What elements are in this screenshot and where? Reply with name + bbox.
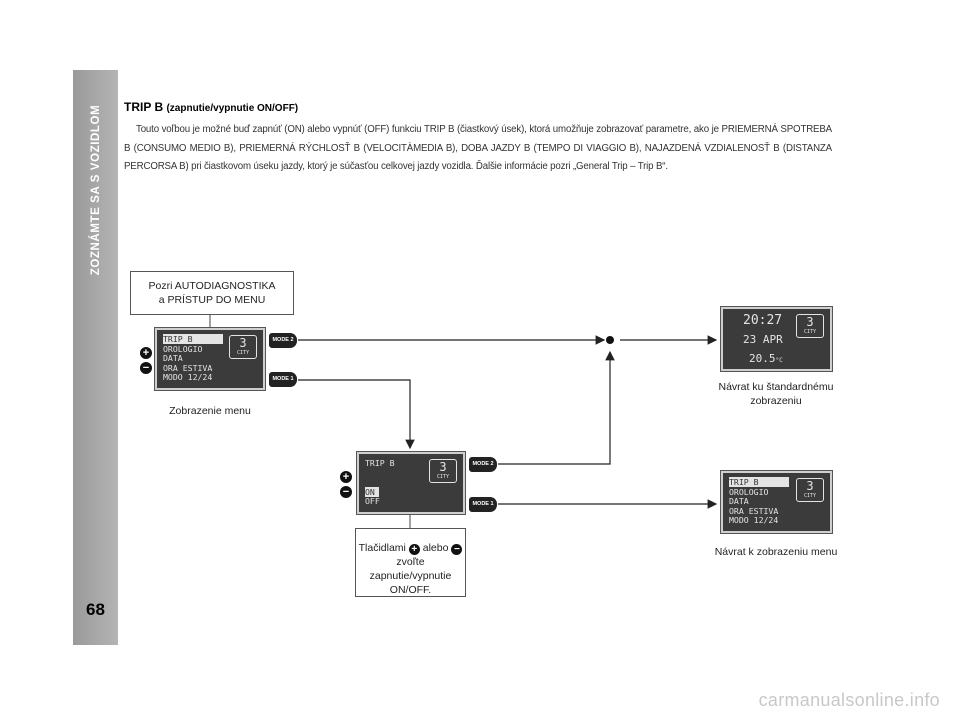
plus-icon[interactable]: + xyxy=(340,471,352,483)
clock-time: 20:27 xyxy=(743,313,783,328)
caption-line1: Návrat ku štandardnému xyxy=(718,381,834,393)
mode2-button[interactable]: MODE 2 xyxy=(269,333,297,348)
standard-display-caption: Návrat ku štandardnému zobrazeniu xyxy=(706,380,846,408)
option-off: OFF xyxy=(365,496,380,507)
gear-number: 3 xyxy=(239,336,247,350)
minus-icon[interactable]: − xyxy=(140,362,152,374)
option-on-selected: ON xyxy=(365,486,379,497)
caption-line2: zobrazeniu xyxy=(750,395,802,407)
return-menu-display: TRIP B OROLOGIO DATA ORA ESTIVA MODO 12/… xyxy=(720,470,833,534)
menu-item: DATA xyxy=(163,353,183,364)
gear-indicator: 3 CITY xyxy=(796,314,824,338)
gear-indicator: 3 CITY xyxy=(796,478,824,502)
temperature-value: 20.5 xyxy=(749,352,776,365)
body-paragraph: Touto voľbou je možné buď zapnúť (ON) al… xyxy=(124,124,832,172)
hint-line2: zvoľte zapnutie/vypnutie xyxy=(369,556,452,582)
gear-label: CITY xyxy=(803,493,817,499)
plus-icon[interactable]: + xyxy=(140,347,152,359)
heading-title: TRIP B xyxy=(124,100,164,114)
junction-dot xyxy=(606,336,614,344)
gear-label: CITY xyxy=(436,474,450,480)
hint-box: Tlačidlami + alebo − zvoľte zapnutie/vyp… xyxy=(355,528,466,597)
onoff-mode2-to-junction-arrow xyxy=(498,350,615,465)
minus-icon[interactable]: − xyxy=(340,486,352,498)
temperature-display: 20.5°C xyxy=(749,352,856,367)
hint-middle: alebo xyxy=(422,542,449,554)
mode1-to-onoff-arrow xyxy=(298,379,415,450)
mode1-button[interactable]: MODE 1 xyxy=(469,497,497,512)
hint-line3: ON/OFF. xyxy=(389,584,432,596)
plus-icon: + xyxy=(408,544,420,555)
reference-line2: a PRÍSTUP DO MENU xyxy=(158,294,266,306)
onoff-title: TRIP B xyxy=(365,458,395,468)
watermark: carmanualsonline.info xyxy=(758,690,940,710)
page-number: 68 xyxy=(86,600,105,619)
onoff-display: TRIP B ON OFF 3 CITY xyxy=(356,451,466,515)
gear-indicator: 3 CITY xyxy=(429,459,457,483)
menu-item-selected: TRIP B xyxy=(163,334,223,344)
menu-item: OROLOGIO xyxy=(163,343,203,354)
gear-number: 3 xyxy=(806,479,814,493)
menu-item: ORA ESTIVA xyxy=(163,362,213,373)
menu-item: MODO 12/24 xyxy=(163,372,213,383)
gear-number: 3 xyxy=(806,315,814,329)
temperature-unit: °C xyxy=(775,357,783,364)
mode1-button[interactable]: MODE 1 xyxy=(269,372,297,387)
minus-icon: − xyxy=(451,544,463,555)
heading-subtitle: (zapnutie/vypnutie ON/OFF) xyxy=(166,103,299,114)
menu-item: ORA ESTIVA xyxy=(729,505,779,516)
return-menu-caption: Návrat k zobrazeniu menu xyxy=(714,546,838,558)
gear-number: 3 xyxy=(439,460,447,474)
gear-label: CITY xyxy=(236,350,250,356)
gear-indicator: 3 CITY xyxy=(229,335,257,359)
menu-item: DATA xyxy=(729,496,749,507)
section-heading: TRIP B (zapnutie/vypnutie ON/OFF) xyxy=(124,100,298,114)
menu-display-caption: Zobrazenie menu xyxy=(169,405,251,417)
sidebar xyxy=(73,70,118,645)
reference-line1: Pozri AUTODIAGNOSTIKA xyxy=(148,280,276,292)
gear-label: CITY xyxy=(803,329,817,335)
menu-item-selected: TRIP B xyxy=(729,477,789,487)
menu-display: TRIP B OROLOGIO DATA ORA ESTIVA MODO 12/… xyxy=(154,327,266,391)
reference-box: Pozri AUTODIAGNOSTIKA a PRÍSTUP DO MENU xyxy=(130,271,294,315)
standard-display: 20:27 23 APR 20.5°C 3 CITY xyxy=(720,306,833,372)
mode2-button[interactable]: MODE 2 xyxy=(469,457,497,472)
menu-item: OROLOGIO xyxy=(729,486,769,497)
menu-item: MODO 12/24 xyxy=(729,515,779,526)
date-display: 23 APR xyxy=(743,333,783,346)
hint-prefix: Tlačidlami xyxy=(358,542,406,554)
